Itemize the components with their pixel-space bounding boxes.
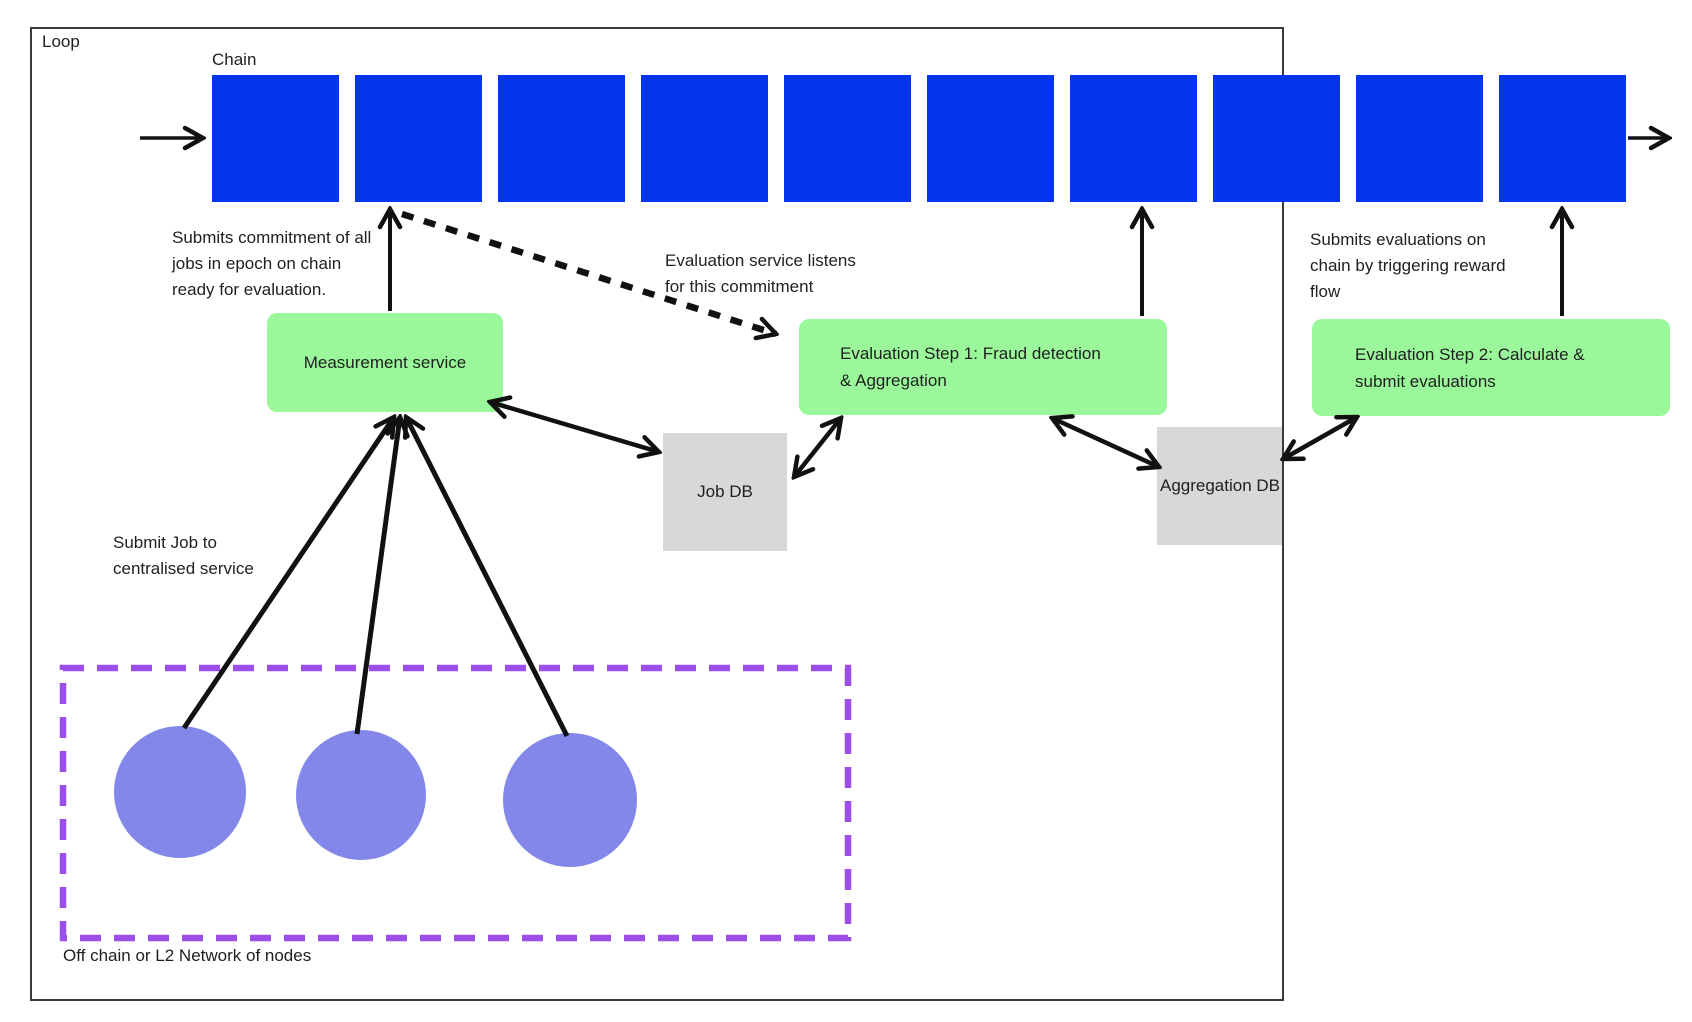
node-circle-1 — [114, 726, 246, 858]
job-db-label: Job DB — [697, 482, 753, 501]
aggregation-db-label: Aggregation DB — [1159, 476, 1281, 495]
aggregation-db-box: Aggregation DB — [1157, 427, 1283, 545]
measurement-service-label: Measurement service — [303, 353, 467, 372]
annotation-submit-evaluations: Submits evaluations on chain by triggeri… — [1310, 230, 1506, 301]
chain-block — [1499, 75, 1626, 202]
evaluation-step2-label-line1: Evaluation Step 2: Calculate & — [1355, 344, 1585, 364]
chain-block — [641, 75, 768, 202]
job-db-box: Job DB — [663, 433, 787, 551]
offchain-network-label: Off chain or L2 Network of nodes — [63, 946, 312, 965]
double-arrow-eval2-aggdb — [1283, 417, 1357, 459]
annotation-submit-commitment: Submits commitment of all jobs in epoch … — [172, 228, 372, 299]
node-circle-3 — [503, 733, 637, 867]
loop-label: Loop — [42, 32, 80, 51]
evaluation-step1-label-line1: Evaluation Step 1: Fraud detection — [840, 344, 1101, 363]
evaluation-step1-box: Evaluation Step 1: Fraud detection & Agg… — [799, 319, 1167, 415]
evaluation-step2-box: Evaluation Step 2: Calculate & submit ev… — [1312, 319, 1670, 416]
chain-block — [784, 75, 911, 202]
chain-block — [1213, 75, 1340, 202]
chain-block — [927, 75, 1054, 202]
measurement-service-box: Measurement service — [267, 313, 503, 412]
loop-boundary — [30, 27, 1284, 1001]
annotation-submit-job: Submit Job to centralised service — [113, 533, 254, 578]
chain-block — [355, 75, 482, 202]
chain-block — [1070, 75, 1197, 202]
annotation-evaluation-listens: Evaluation service listens for this comm… — [665, 251, 856, 296]
evaluation-step2-label-line2: submit evaluations — [1355, 371, 1496, 391]
chain-block — [498, 75, 625, 202]
evaluation-step1-label-line2: & Aggregation — [840, 371, 947, 390]
chain-label: Chain — [212, 50, 257, 69]
chain-block — [1356, 75, 1483, 202]
node-circle-2 — [296, 730, 426, 860]
chain-block — [212, 75, 339, 202]
chain-blocks — [212, 75, 1626, 202]
